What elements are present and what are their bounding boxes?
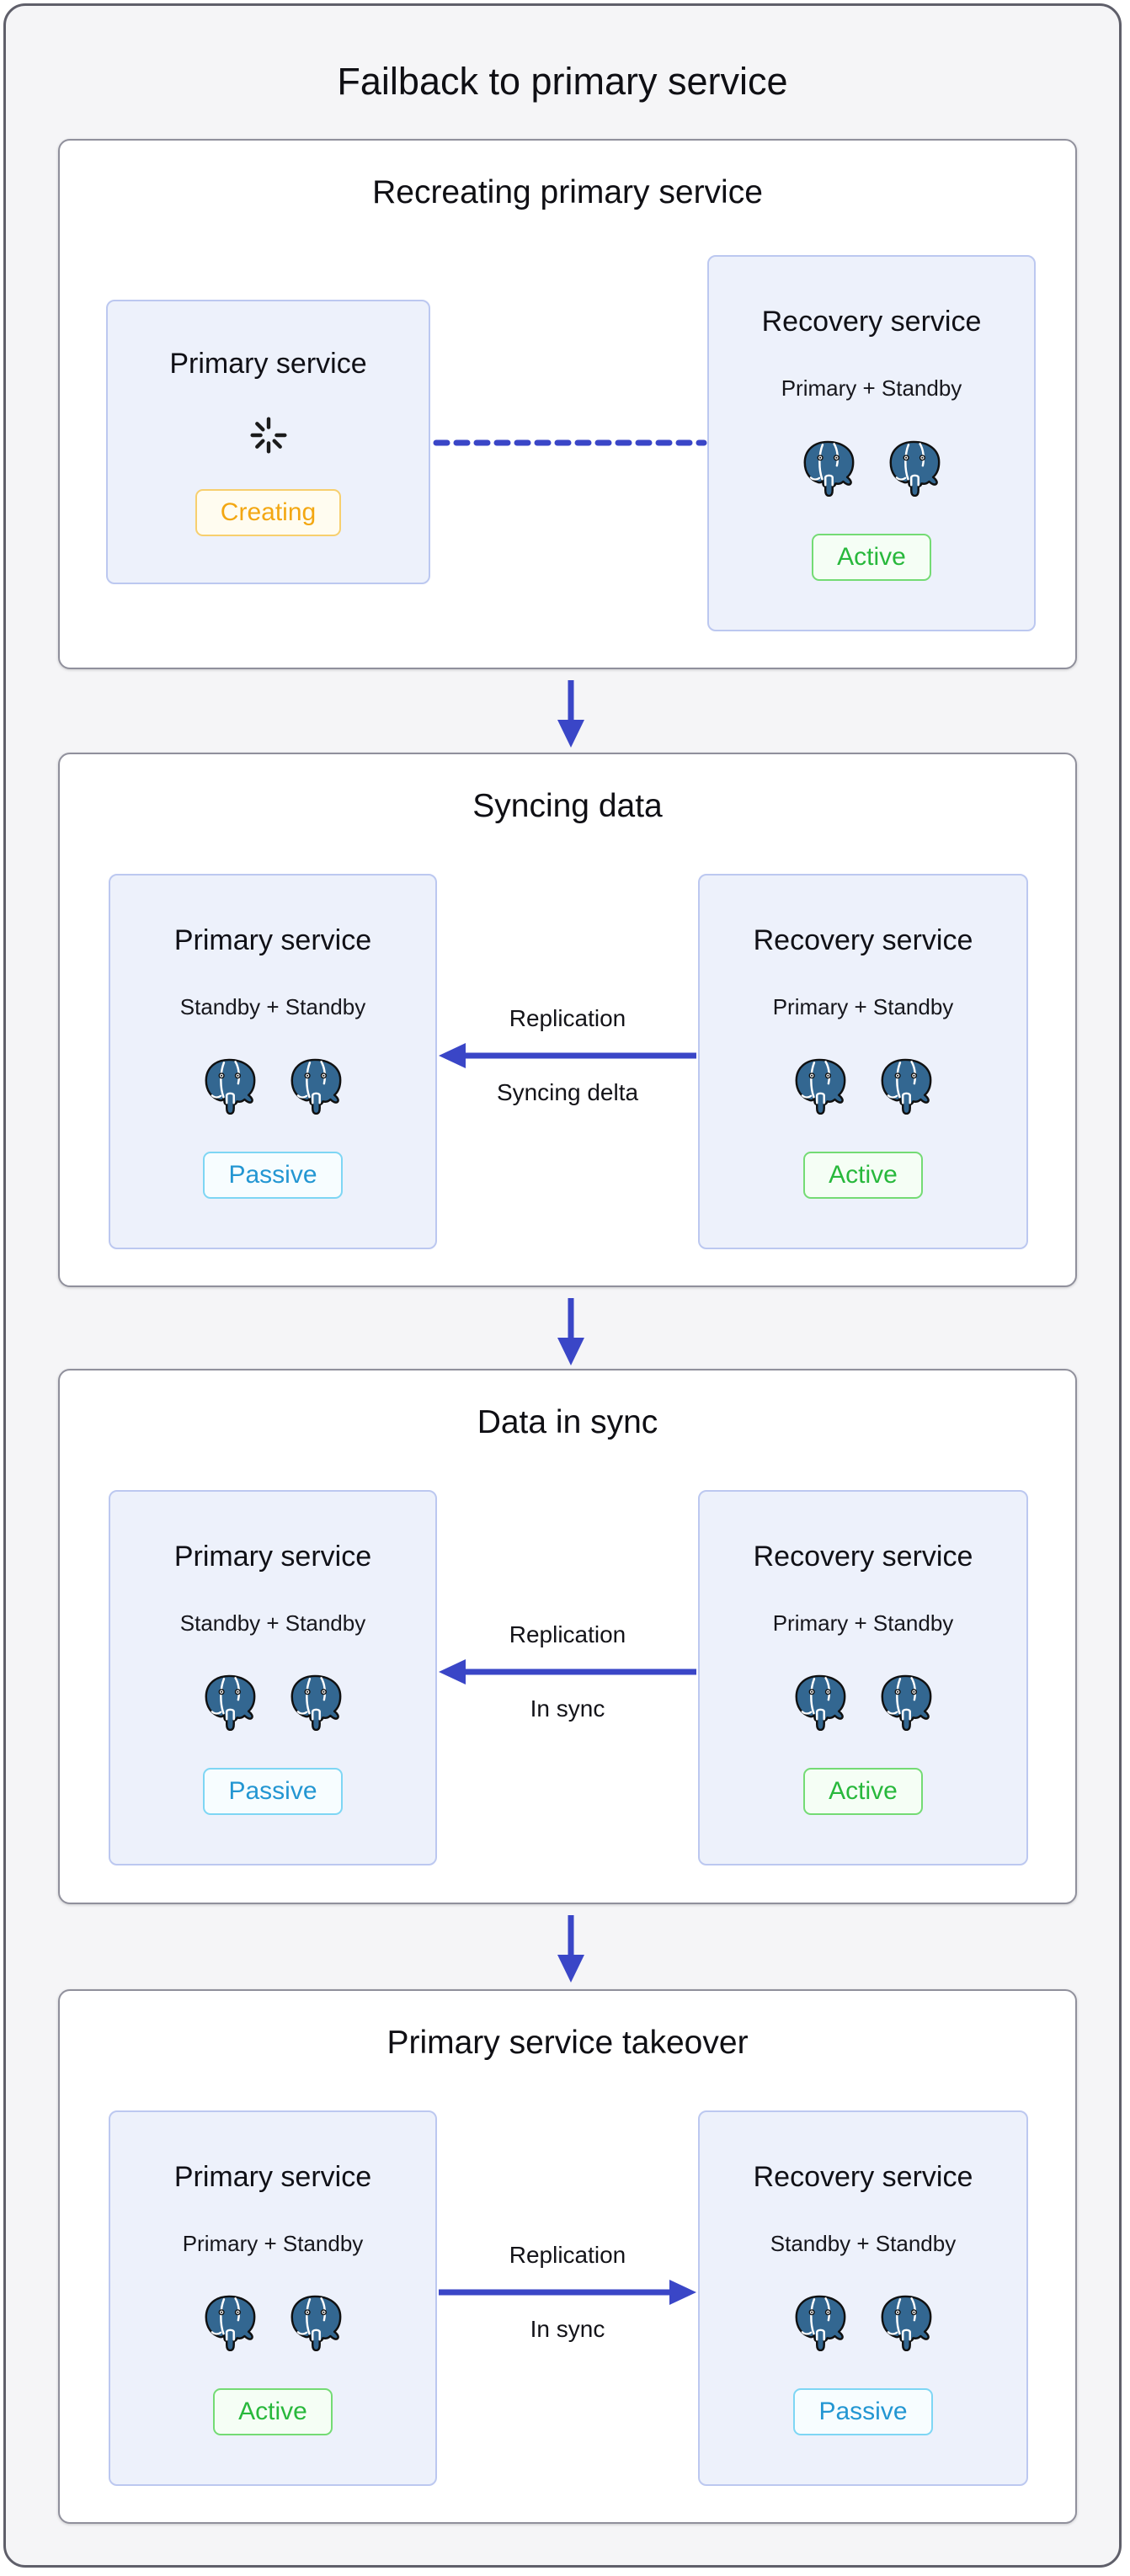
postgresql-elephant-icon [203,1674,257,1731]
service-title: Primary service [169,348,367,381]
replication-connector: Replication In sync [437,1621,698,1722]
service-title: Primary service [173,2161,372,2193]
primary-service-box: Primary service Creating [106,300,430,584]
postgresql-elephant-icon [793,1674,847,1731]
database-icons-row [203,1674,343,1731]
postgresql-elephant-icon [203,1057,257,1115]
database-icons-row [802,439,941,497]
down-arrow-icon [557,680,584,748]
page-title: Failback to primary service [337,60,788,103]
connector-label-top: Replication [509,1005,626,1031]
database-icons-row [793,1057,933,1115]
stage-title: Primary service takeover [386,2025,749,2061]
recovery-service-box: Recovery service Standby + Standby Passi… [698,2110,1028,2486]
left-arrow-icon [439,1043,696,1068]
primary-service-box: Primary service Primary + Standby Active [109,2110,437,2486]
replication-connector: Replication In sync [437,2242,698,2343]
recovery-service-box: Recovery service Primary + Standby Activ… [707,255,1036,631]
service-subtitle: Standby + Standby [770,2231,957,2256]
database-icons-row [203,1057,343,1115]
stage-title: Recreating primary service [372,174,763,210]
connector-label-bottom: Syncing delta [496,1079,639,1105]
service-title: Primary service [173,924,372,956]
service-subtitle: Primary + Standby [182,2231,364,2256]
postgresql-elephant-icon [879,1674,933,1731]
status-badge: Passive [203,1768,343,1815]
recovery-service-box: Recovery service Primary + Standby Activ… [698,874,1028,1249]
service-subtitle: Primary + Standby [772,994,954,1019]
connector-label-bottom: In sync [530,2316,605,2342]
service-subtitle: Standby + Standby [179,994,366,1019]
status-badge: Active [812,533,931,581]
right-arrow-icon [439,2280,696,2305]
primary-service-box: Primary service Standby + Standby Passiv… [109,1490,437,1865]
status-badge: Active [803,1768,923,1815]
service-subtitle: Standby + Standby [179,1610,366,1636]
down-arrow-icon [557,1298,584,1365]
diagram-frame: Failback to primary service Recreating p… [3,3,1122,2568]
postgresql-elephant-icon [793,2294,847,2351]
postgresql-elephant-icon [289,2294,343,2351]
status-badge: Active [803,1152,923,1199]
stage-primary-service-takeover: Primary service takeover Primary service… [58,1989,1077,2524]
postgresql-elephant-icon [203,2294,257,2351]
status-badge: Passive [203,1152,343,1199]
stage-title: Syncing data [472,788,663,824]
dashed-connector-line [433,439,707,446]
stage-syncing-data: Syncing data Primary service Standby + S… [58,753,1077,1287]
service-title: Recovery service [761,306,982,338]
replication-connector: Replication Syncing delta [437,1005,698,1106]
postgresql-elephant-icon [879,2294,933,2351]
status-badge: Passive [793,2388,933,2435]
database-icons-row [793,2294,933,2351]
service-title: Recovery service [753,924,973,956]
connector-label-top: Replication [509,2242,626,2268]
postgresql-elephant-icon [879,1057,933,1115]
primary-service-box: Primary service Standby + Standby Passiv… [109,874,437,1249]
database-icons-row [793,1674,933,1731]
postgresql-elephant-icon [793,1057,847,1115]
stage-data-in-sync: Data in sync Primary service Standby + S… [58,1369,1077,1904]
service-title: Recovery service [753,2161,973,2193]
loading-spinner-icon [249,416,288,455]
status-badge: Creating [195,488,342,536]
postgresql-elephant-icon [289,1057,343,1115]
stage-title: Data in sync [477,1404,658,1440]
status-badge: Active [213,2388,333,2435]
connector-label-bottom: In sync [530,1695,605,1722]
postgresql-elephant-icon [289,1674,343,1731]
database-icons-row [203,2294,343,2351]
connector-label-top: Replication [509,1621,626,1647]
service-title: Recovery service [753,1541,973,1573]
service-subtitle: Primary + Standby [772,1610,954,1636]
service-title: Primary service [173,1541,372,1573]
down-arrow-icon [557,1915,584,1983]
stage-recreating-primary-service: Recreating primary service Primary servi… [58,139,1077,669]
service-subtitle: Primary + Standby [781,375,962,402]
recovery-service-box: Recovery service Primary + Standby Activ… [698,1490,1028,1865]
postgresql-elephant-icon [887,439,941,497]
left-arrow-icon [439,1659,696,1685]
postgresql-elephant-icon [802,439,855,497]
